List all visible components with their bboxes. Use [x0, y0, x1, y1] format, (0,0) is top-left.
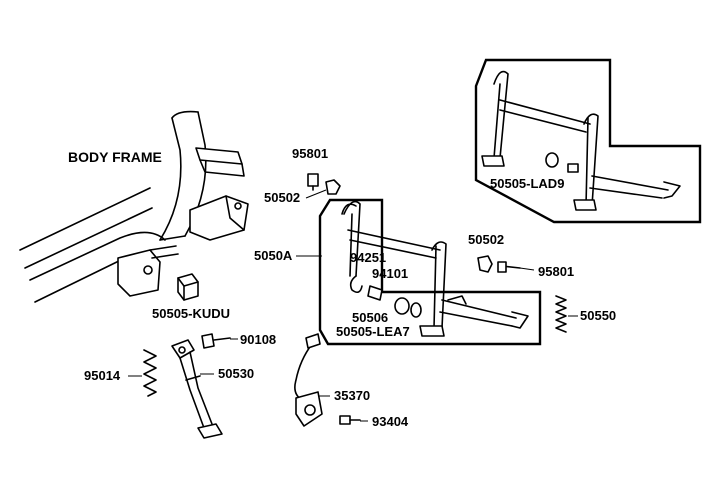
label-95014: 95014 — [84, 368, 121, 383]
side-stand-switch-35370-drawing — [294, 333, 323, 427]
label-94101: 94101 — [372, 266, 408, 281]
label-5050a: 5050A — [254, 248, 293, 263]
side-stand-50530-drawing — [171, 339, 223, 439]
spring-50550-part — [555, 295, 567, 333]
main-stand-lad9-drawing — [481, 70, 681, 211]
bumper-rubber-kudu-part — [177, 273, 199, 301]
bolt-95801-top-part — [307, 173, 341, 195]
main-stand-group-outline — [318, 198, 542, 346]
label-50505-lea7: 50505-LEA7 — [336, 324, 410, 339]
label-50506: 50506 — [352, 310, 388, 325]
label-94251: 94251 — [350, 250, 386, 265]
lad9-group-outline — [474, 58, 702, 224]
pin-94101-part — [367, 285, 383, 301]
label-90108: 90108 — [240, 332, 276, 347]
clip-94251-part — [349, 275, 363, 294]
washer-bolt-right-part — [477, 255, 521, 273]
leader-50502-top — [305, 189, 327, 199]
main-stand-5050a-drawing — [341, 200, 529, 337]
label-50502-right: 50502 — [468, 232, 504, 247]
label-50505-lad9: 50505-LAD9 — [490, 176, 564, 191]
spring-95014-part — [143, 349, 157, 397]
label-50530: 50530 — [218, 366, 254, 381]
label-95801-top: 95801 — [292, 146, 328, 161]
body-frame-drawing — [19, 110, 249, 303]
body-frame-label: BODY FRAME — [68, 149, 162, 165]
leader-95801-right — [519, 267, 535, 271]
label-35370: 35370 — [334, 388, 370, 403]
label-93404: 93404 — [372, 414, 409, 429]
bolt-90108-part — [201, 333, 231, 349]
label-50505-kudu: 50505-KUDU — [152, 306, 230, 321]
label-50550: 50550 — [580, 308, 616, 323]
collar-50506-part — [394, 297, 422, 318]
screw-93404-part — [339, 415, 361, 425]
label-50502-top: 50502 — [264, 190, 300, 205]
label-95801-right: 95801 — [538, 264, 574, 279]
